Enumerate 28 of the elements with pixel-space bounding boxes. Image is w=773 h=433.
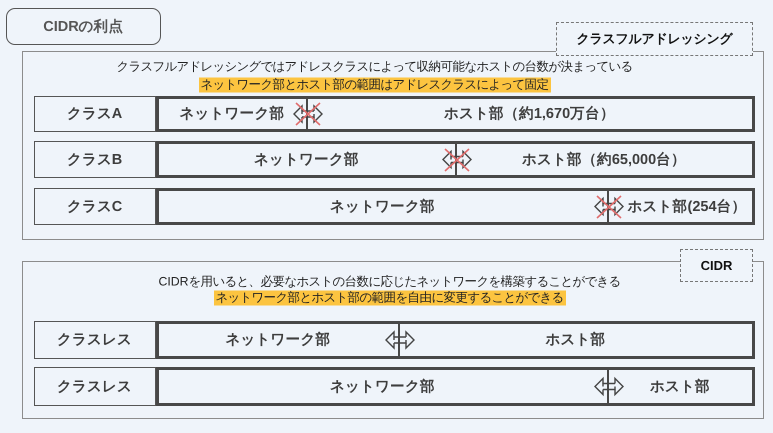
class-label-cell: クラスレス [34,320,156,358]
section-tab: CIDR [680,249,753,282]
network-part-box: ネットワーク部 [156,96,308,132]
class-label-cell: クラスC [34,188,156,224]
host-part-box: ホスト部(254台） [608,188,754,224]
double-arrow [594,198,624,216]
description-text: CIDRを用いると、必要なホストの台数に応じたネットワークを構築することができる [158,274,621,289]
double-arrow [594,378,624,396]
section-tab: クラスフルアドレッシング [556,22,753,56]
class-label-cell: クラスB [34,140,156,178]
highlighted-text: ネットワーク部とホスト部の範囲はアドレスクラスによって固定 [198,77,550,92]
class-label-cell: クラスレス [34,366,156,406]
double-arrow [385,331,415,349]
class-label-cell: クラスA [34,96,156,132]
host-part-box: ホスト部 [400,320,754,358]
double-arrow [293,105,323,123]
network-part-box: ネットワーク部 [156,140,456,178]
network-part-box: ネットワーク部 [156,320,400,358]
highlighted-text: ネットワーク部とホスト部の範囲を自由に変更することができる [214,290,566,305]
host-part-box: ホスト部 [608,366,754,406]
title-box: CIDRの利点 [6,8,161,45]
section-panel [22,51,764,240]
network-part-box: ネットワーク部 [156,366,608,406]
host-part-box: ホスト部（約1,670万台） [308,96,754,132]
network-part-box: ネットワーク部 [156,188,608,224]
host-part-box: ホスト部（約65,000台） [456,140,754,178]
section-panel [22,261,764,419]
description-text: クラスフルアドレッシングではアドレスクラスによって収納可能なホストの台数が決まっている [116,59,632,74]
